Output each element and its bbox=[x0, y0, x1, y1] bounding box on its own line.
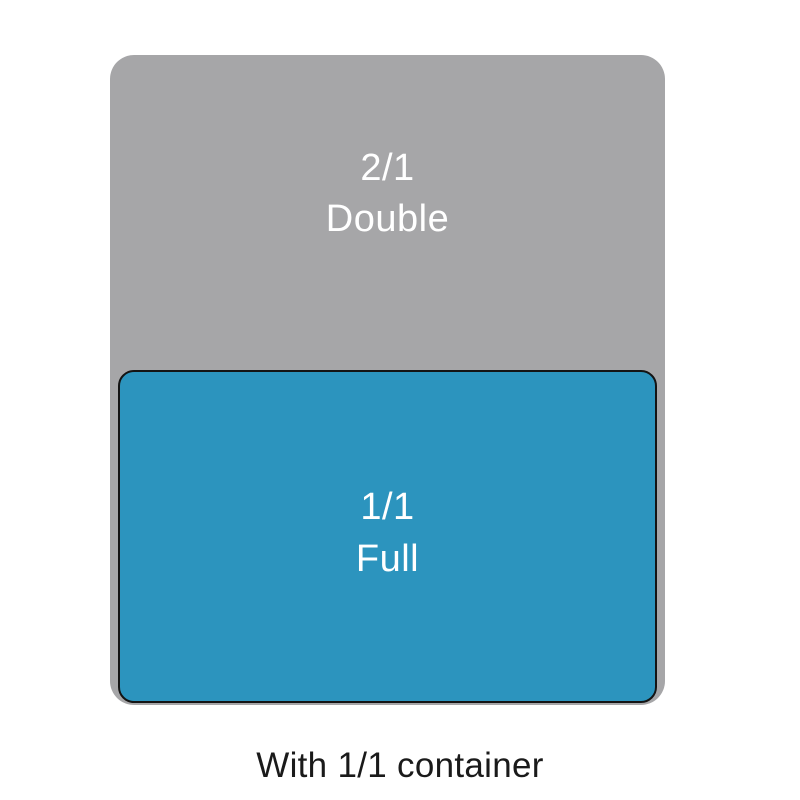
caption-text: With 1/1 container bbox=[256, 746, 544, 785]
full-pan-size-text: 1/1 bbox=[360, 486, 415, 529]
double-pan-2-1: 2/1 Double 1/1 Full bbox=[110, 55, 665, 705]
double-pan-size-text: 2/1 bbox=[360, 147, 415, 189]
double-pan-label: 2/1 Double bbox=[110, 143, 665, 246]
full-pan-name-text: Full bbox=[355, 537, 420, 580]
double-pan-name-text: Double bbox=[325, 198, 450, 241]
full-pan-label: 1/1 Full bbox=[356, 482, 419, 585]
full-pan-1-1: 1/1 Full bbox=[118, 370, 657, 703]
